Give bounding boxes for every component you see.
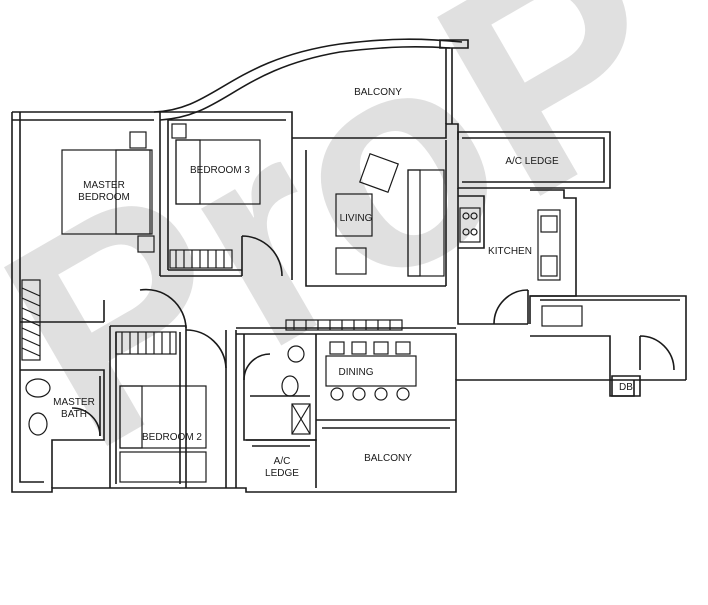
master-bath-sink <box>25 378 51 398</box>
label-dining: DINING <box>339 367 374 378</box>
label-master-bedroom-1: MASTER <box>83 180 125 191</box>
common-bath-toilet <box>281 375 299 397</box>
balcony-right-post <box>445 48 453 124</box>
label-bedroom-3: BEDROOM 3 <box>190 165 250 176</box>
common-bath-shower <box>291 403 311 435</box>
curved-balcony-wall <box>153 38 463 113</box>
dining-shelf <box>285 319 403 331</box>
master-nightstand-bottom <box>137 235 155 253</box>
balcony-bottom <box>316 419 456 429</box>
label-bedroom-2: BEDROOM 2 <box>142 432 202 443</box>
kitchen-door <box>493 289 529 325</box>
service-sink <box>541 305 583 327</box>
master-bath-walls <box>20 369 105 488</box>
bedroom3-nightstand <box>171 123 187 139</box>
dining-top-wall <box>236 327 457 380</box>
db-box <box>611 375 641 397</box>
curved-balcony-wall-inner <box>159 46 451 121</box>
bedroom3-walls <box>159 111 293 280</box>
living-walls <box>292 123 459 287</box>
room-labels: BALCONY A/C LEDGE MASTER BEDROOM BEDROOM… <box>53 87 633 479</box>
label-master-bath-2: BATH <box>61 409 87 420</box>
label-master-bedroom-2: BEDROOM <box>78 192 130 203</box>
master-wardrobe <box>21 279 41 361</box>
bedroom2-walls <box>109 325 187 488</box>
kitchen-sink-counter <box>537 209 561 281</box>
master-bedroom-walls <box>20 288 187 329</box>
living-coffee-table <box>335 193 373 237</box>
label-balcony-top: BALCONY <box>354 87 402 98</box>
bedroom2-east <box>225 330 237 488</box>
outer-wall-left <box>11 112 686 493</box>
kitchen-counter <box>458 195 485 249</box>
label-ac-ledge-right: A/C LEDGE <box>505 156 559 167</box>
balcony-top-rail <box>439 39 469 49</box>
living-armchair <box>359 153 399 193</box>
label-master-bath-1: MASTER <box>53 397 95 408</box>
furniture <box>21 123 583 483</box>
watermark-text: ProP <box>0 0 708 511</box>
bedroom2-door <box>185 329 227 369</box>
label-ac-ledge-bottom-1: A/C <box>274 456 291 467</box>
outer-wall-left-inner <box>19 112 44 483</box>
ac-ledge-right <box>457 131 611 189</box>
label-ac-ledge-bottom-2: LEDGE <box>265 468 299 479</box>
master-bed-pillow <box>115 149 151 235</box>
bedroom2-pillow <box>119 385 143 449</box>
label-db: DB <box>619 382 633 393</box>
kitchen-sink <box>540 215 558 233</box>
bedroom2-desk <box>119 451 207 483</box>
master-bath-door <box>71 407 101 437</box>
master-bath-toilet <box>28 412 48 436</box>
kitchen-stove <box>459 207 481 243</box>
bedroom2-wardrobe <box>115 331 177 355</box>
service-door <box>639 335 675 371</box>
bedroom3-pillow <box>175 139 201 205</box>
top-wall-bedrooms <box>12 111 160 121</box>
dining-chairs <box>329 341 411 401</box>
kitchen-fridge <box>540 255 558 277</box>
label-kitchen: KITCHEN <box>488 246 532 257</box>
master-nightstand-top <box>129 131 147 149</box>
service-area <box>530 295 687 397</box>
common-bath-sink <box>287 345 305 363</box>
walls <box>11 38 687 493</box>
bedroom3-wardrobe <box>169 249 233 269</box>
living-sofa-back <box>407 169 421 277</box>
common-bath-door <box>243 353 271 381</box>
dining-table <box>325 355 417 387</box>
label-living: LIVING <box>340 213 373 224</box>
master-bed <box>61 149 153 235</box>
label-balcony-bottom: BALCONY <box>364 453 412 464</box>
bedroom3-door <box>241 235 283 277</box>
ac-ledge-bottom <box>246 439 317 488</box>
living-ottoman <box>335 247 367 275</box>
watermark: ProP <box>0 0 708 511</box>
